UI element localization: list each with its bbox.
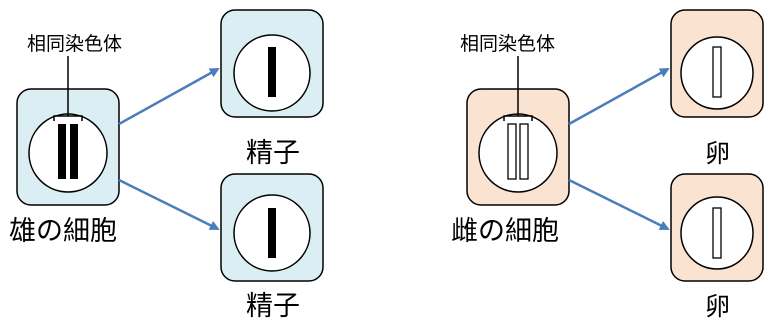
egg-label-top: 卵 [705, 139, 730, 168]
egg-label-bottom: 卵 [705, 292, 730, 321]
male-chromosome-label: 相同染色体 [27, 33, 122, 55]
male-chromosome-left [58, 124, 66, 179]
male-arrow-top [118, 67, 220, 126]
female-child-cell-top [670, 9, 764, 118]
female-chromosome-right [519, 123, 529, 180]
sperm-label-bottom: 精子 [246, 291, 300, 322]
female-arrow-top [568, 67, 670, 126]
male-child-cell-bottom [220, 173, 324, 282]
male-parent-nucleus [28, 113, 108, 193]
sperm-label-top: 精子 [246, 138, 300, 169]
male-diagram: 相同染色体 雄の細胞 精子 精子 [9, 9, 324, 322]
female-chromosome-left [507, 123, 517, 180]
egg-chromosome-top [712, 46, 722, 98]
egg-chromosome-bottom [712, 207, 722, 259]
female-diagram: 相同染色体 雌の細胞 卵 卵 [451, 9, 764, 321]
female-child-cell-bottom [670, 173, 764, 282]
female-parent-nucleus [478, 113, 558, 193]
sperm-chromosome-bottom [268, 208, 276, 258]
male-arrow-bottom [118, 178, 220, 231]
female-chromosome-label: 相同染色体 [460, 33, 555, 55]
female-arrow-bottom [568, 178, 670, 231]
male-parent-cell [16, 56, 120, 206]
male-child-cell-top [220, 9, 324, 118]
male-chromosome-right [70, 124, 78, 179]
female-parent-cell [466, 56, 570, 206]
sperm-chromosome-top [268, 47, 276, 97]
female-parent-label: 雌の細胞 [451, 216, 559, 247]
male-parent-label: 雄の細胞 [9, 216, 117, 247]
